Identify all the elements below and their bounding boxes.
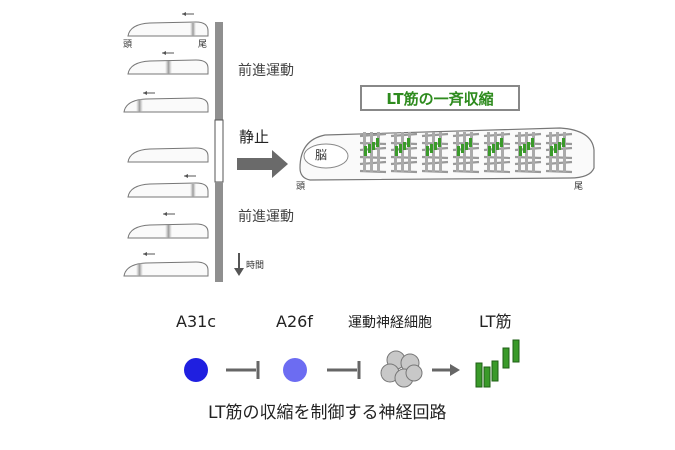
timeline-bar-rest [214,119,224,183]
larva-5 [127,174,209,198]
muscle-segment [452,132,480,174]
muscle-segment [514,132,542,174]
muscle-segment [390,132,418,174]
forward-motion-top: 前進運動 [238,63,294,79]
larva-6 [127,212,209,239]
right-arrow [237,150,288,178]
larva-4 [127,147,209,163]
larva-3 [123,91,209,113]
rest-label: 静止 [239,128,270,146]
muscle-segment [359,132,387,174]
timeline-bar-top [215,22,223,120]
time-arrow [234,253,244,276]
larva-tail-label: 尾 [198,40,208,50]
lt-muscle-icon [475,339,520,388]
muscle-segment [483,132,511,174]
larva-1 [127,12,209,37]
larva-2 [127,51,209,75]
larva-head-label: 頭 [123,40,133,50]
a31c-neuron [184,358,208,382]
larva-7 [123,252,209,277]
a26f-label: A26f [276,312,313,331]
timeline-bar-bottom [215,182,223,282]
inhibit-2 [327,361,361,379]
activate-arrow [432,364,460,376]
time-label: 時間 [246,261,265,271]
muscle-segment [421,132,449,174]
a26f-neuron [283,358,307,382]
forward-motion-bottom: 前進運動 [238,209,294,225]
lt-muscle-label: LT筋 [479,312,512,331]
brain-label: 脳 [315,148,328,162]
brain-shape [303,143,349,169]
circuit-caption: LT筋の収縮を制御する神経回路 [208,403,447,423]
muscle-segment [545,132,573,174]
a31c-label: A31c [176,312,217,331]
figure-head-label: 頭 [296,182,306,192]
muscle-figure-title: LT筋の一斉収縮 [360,85,520,111]
motor-neuron-cluster [380,350,423,388]
motor-neuron-label: 運動神経細胞 [348,315,432,331]
inhibit-1 [226,361,260,379]
figure-tail-label: 尾 [574,182,584,192]
muscle-segments [359,132,573,174]
